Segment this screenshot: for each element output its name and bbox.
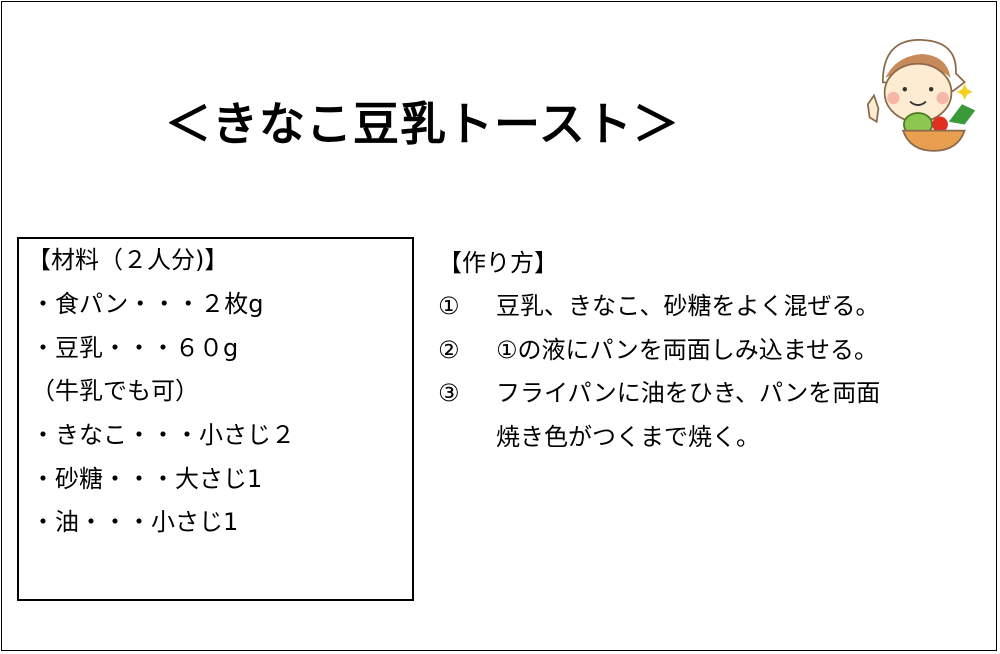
step-number: ③: [438, 379, 460, 407]
ingredients-header: 【材料（２人分)】: [27, 246, 229, 274]
steps-header: 【作り方】: [438, 249, 558, 277]
ingredient-item: ・砂糖・・・大さじ1: [31, 465, 263, 493]
step-text: ①の液にパンを両面しみ込ませる。: [496, 336, 878, 364]
ingredients-box: 【材料（２人分)】 ・食パン・・・２枚g ・豆乳・・・６０g （牛乳でも可） ・…: [17, 237, 414, 601]
step-item: ① 豆乳、きなこ、砂糖をよく混ぜる。: [438, 291, 880, 321]
page-title: ＜きなこ豆乳トースト＞: [165, 97, 680, 151]
step-text: フライパンに油をひき、パンを両面: [496, 379, 881, 407]
step-number: ②: [438, 336, 460, 364]
step-number: ①: [438, 292, 460, 320]
ingredient-item: ・豆乳・・・６０g: [31, 334, 239, 362]
step-text: 焼き色がつくまで焼く。: [496, 423, 760, 451]
ingredient-item: ・油・・・小さじ1: [31, 508, 239, 536]
cook-illustration-icon: [866, 39, 976, 152]
step-text: 豆乳、きなこ、砂糖をよく混ぜる。: [496, 292, 880, 320]
ingredient-note: （牛乳でも可）: [31, 377, 199, 405]
step-item-continued: 焼き色がつくまで焼く。: [438, 422, 760, 452]
step-item: ② ①の液にパンを両面しみ込ませる。: [438, 335, 878, 365]
ingredient-item: ・きなこ・・・小さじ２: [31, 421, 295, 449]
step-item: ③ フライパンに油をひき、パンを両面: [438, 378, 880, 408]
ingredient-item: ・食パン・・・２枚g: [31, 290, 264, 318]
